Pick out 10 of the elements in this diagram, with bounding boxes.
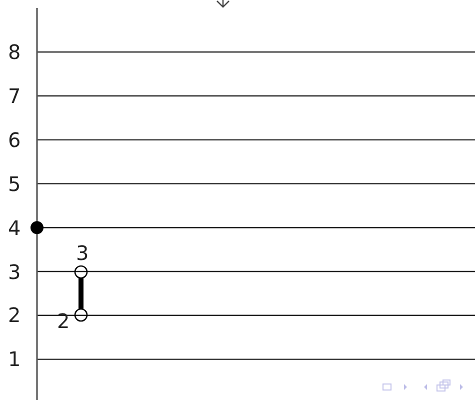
axis-tick-label: 1 [8,349,21,370]
axis-tick-label: 5 [8,174,21,194]
point-label: 3 [76,242,89,262]
axis-tick-label: 2 [8,305,21,326]
axis-tick-label: 8 [8,42,21,62]
axis-tick-label: 4 [8,218,21,238]
connector [78,278,84,310]
axis-tick-label: 7 [8,86,21,106]
axis-tick-label: 6 [8,130,21,150]
axis-tick-label: 3 [8,262,21,282]
